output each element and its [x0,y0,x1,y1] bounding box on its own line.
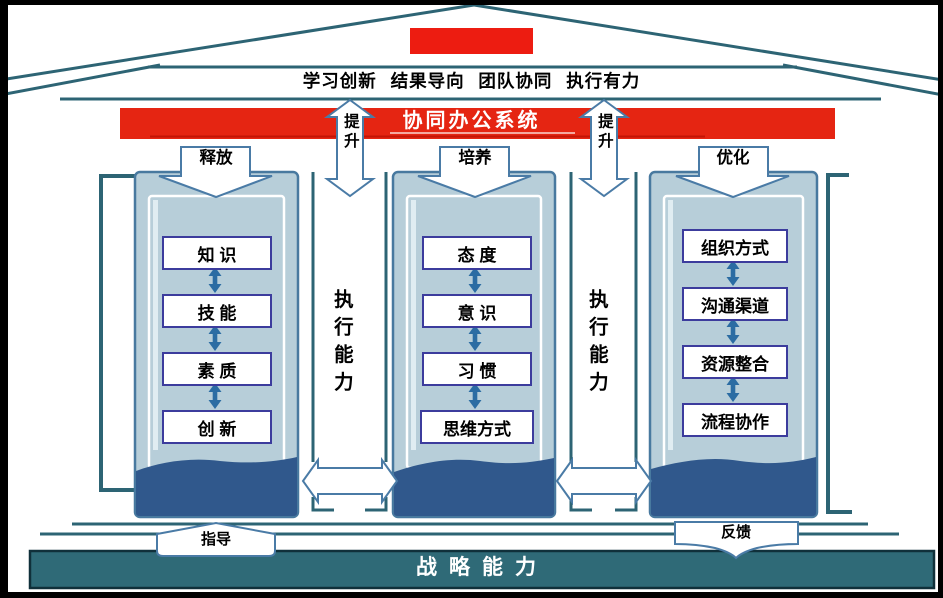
execution-label-left: 执行能力 [330,289,353,399]
pillar-box: 资源整合 [682,345,788,379]
pillar-box: 组织方式 [682,229,788,263]
execution-channel-lines [311,172,638,512]
pillar-highlight [668,200,673,450]
pillar-base [136,457,297,516]
pillar-label-cultivate: 培养 [458,149,492,167]
channel-foot [311,497,334,512]
pillar-label-shape-2 [417,146,532,199]
pillar-label-shape-1 [158,146,273,199]
pillar-box: 流程协作 [682,403,788,437]
channel-foot [365,497,388,512]
pillar-box: 思维方式 [420,410,534,444]
channel-foot [615,497,638,512]
right-bracket [826,173,852,514]
roof-red-box [410,28,533,54]
pillar-box: 态 度 [422,236,532,270]
base-exchange-arrow-left [301,456,399,506]
lift-arrow-right [577,98,631,198]
pillar-highlight [153,200,158,450]
system-banner-label: 协同办公系统 [402,110,541,132]
system-banner-bar [120,108,835,139]
pillar-base [394,458,554,516]
feedback-callout [674,521,799,560]
roof-lines [0,3,943,101]
pillar-box: 创 新 [162,410,272,444]
pillar-box: 知 识 [162,236,272,270]
lift-label-left: 提升 [341,113,359,152]
pillar-label-shape-3 [675,146,790,199]
guide-label: 指导 [200,531,231,548]
pillar-box: 习 惯 [422,352,532,386]
base-exchange-arrow-right [555,456,653,506]
pillar-box: 沟通渠道 [682,287,788,321]
pillar-base [651,457,816,516]
pillar-label-release: 释放 [199,149,233,167]
execution-label-right: 执行能力 [585,289,608,399]
feedback-label: 反馈 [720,524,751,541]
guide-callout [156,521,276,557]
pillar-box: 意 识 [422,294,532,328]
roof-values-text: 学习创新 结果导向 团队协同 执行有力 [302,71,641,91]
pillar-label-optimize: 优化 [716,149,750,167]
strategy-bar [28,549,936,590]
lift-label-right: 提升 [595,113,613,152]
pillar-box: 素 质 [162,352,272,386]
pillar-box: 技 能 [162,294,272,328]
channel-foot [569,497,592,512]
lift-arrow-left [323,98,377,198]
pillar-highlight [411,200,416,450]
strategy-label: 战略能力 [416,556,548,579]
left-bracket [99,174,140,492]
